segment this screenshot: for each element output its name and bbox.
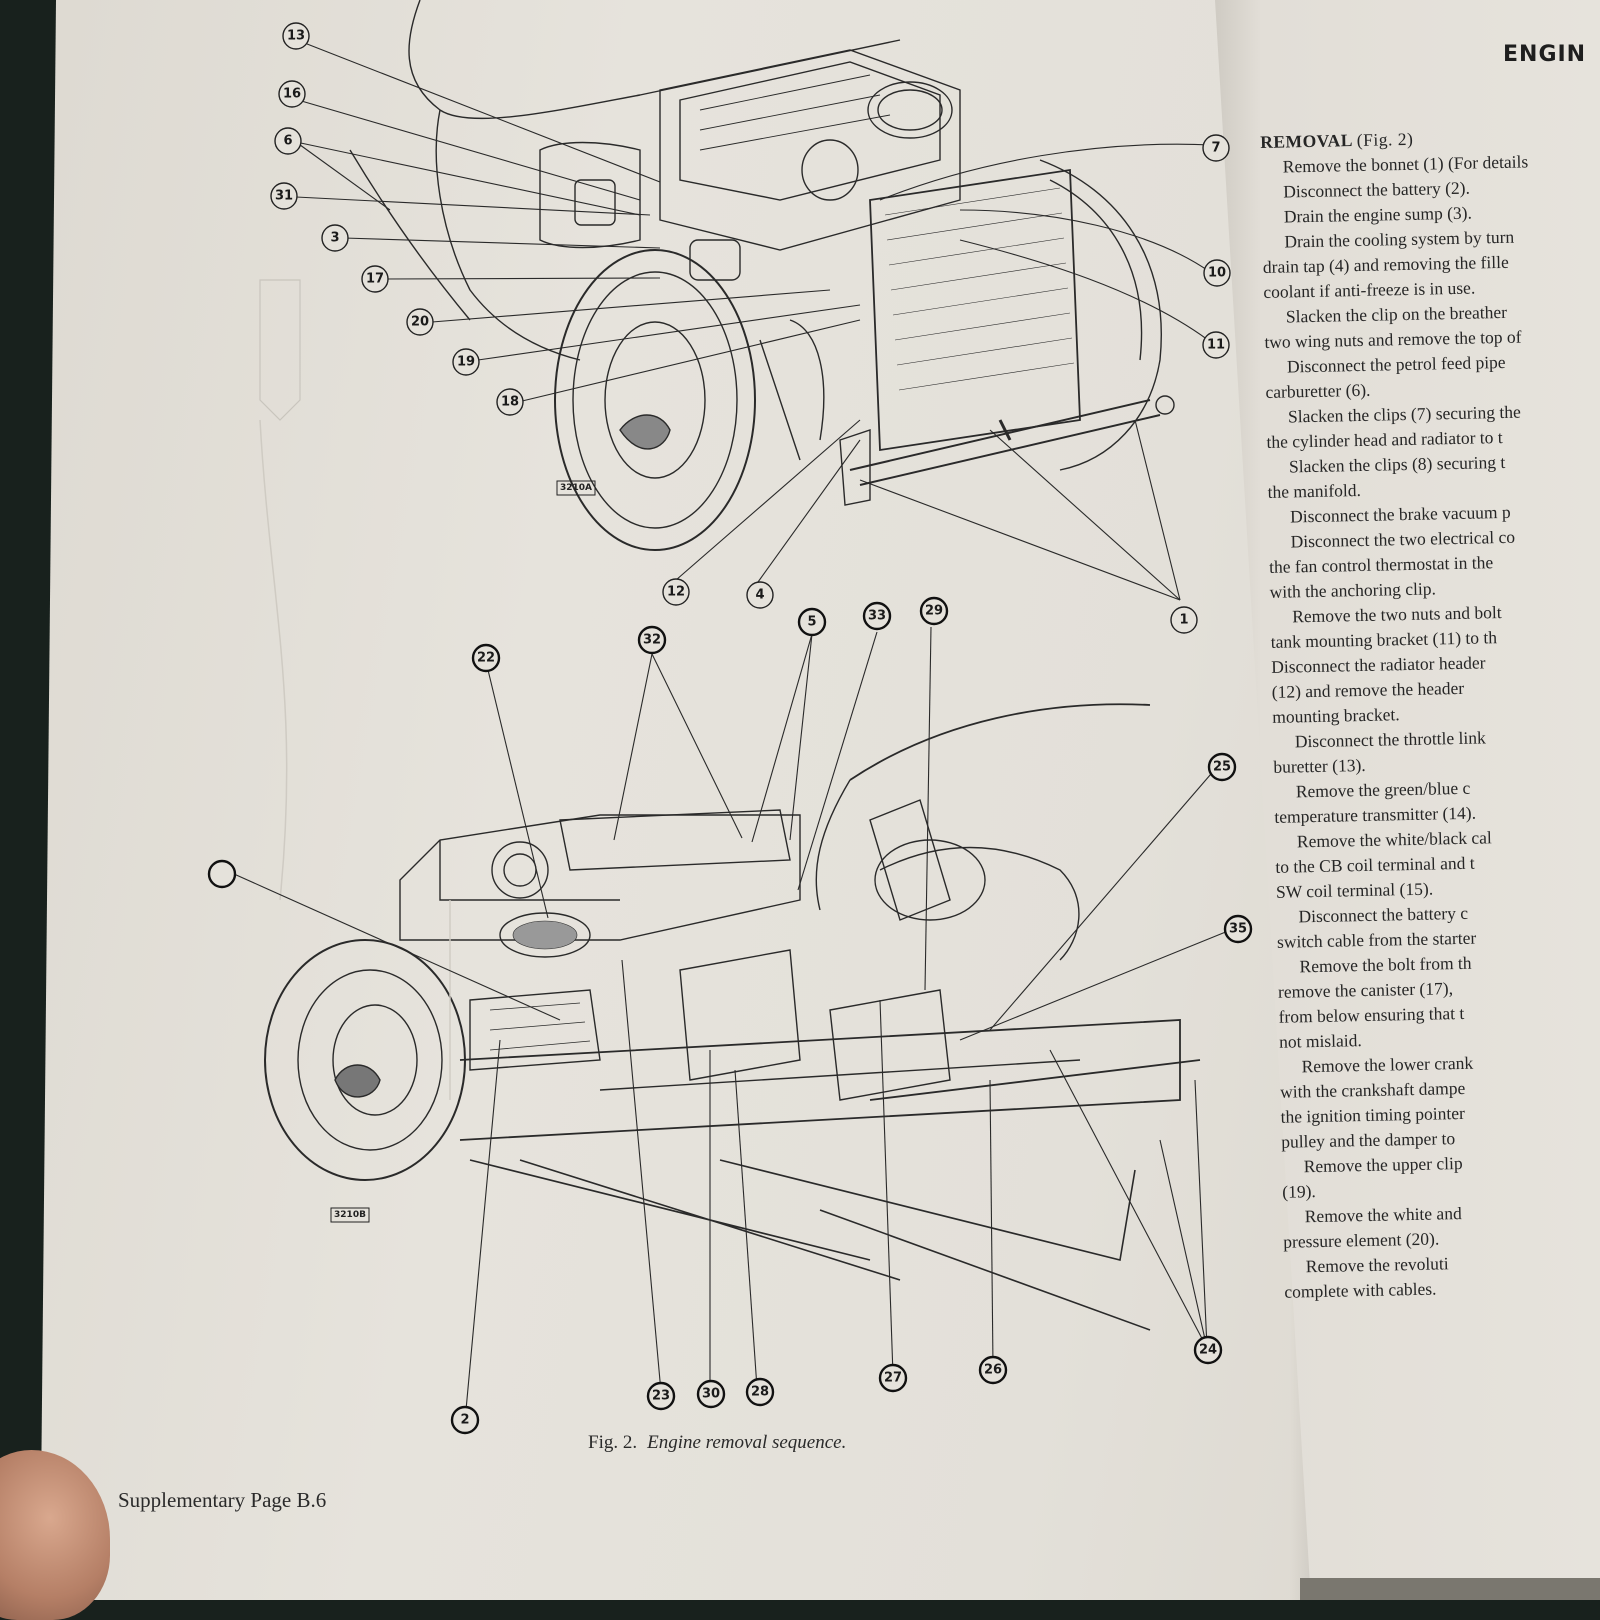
caption-title: Engine removal sequence. — [647, 1432, 847, 1453]
svg-text:4: 4 — [755, 588, 764, 603]
callout-6: 6 — [274, 127, 302, 155]
desk-edge — [1300, 1578, 1600, 1600]
callout-10: 10 — [1203, 259, 1231, 287]
svg-text:31: 31 — [275, 189, 293, 204]
callout-23: 23 — [646, 1381, 676, 1411]
svg-text:28: 28 — [751, 1385, 769, 1400]
callout-18: 18 — [496, 388, 524, 416]
svg-text:11: 11 — [1207, 338, 1225, 353]
front-wheel — [554, 249, 756, 551]
callout-24: 24 — [1193, 1335, 1223, 1365]
callout-25: 25 — [1207, 752, 1237, 782]
figure-caption: Fig. 2. Engine removal sequence. — [588, 1432, 846, 1454]
callout-3: 3 — [321, 224, 349, 252]
callout-26: 26 — [978, 1355, 1008, 1385]
callouts-top: 13 16 6 31 3 17 20 19 18 12 4 1 7 10 11 — [270, 22, 1231, 634]
drawing-code-3210b: 3210B — [330, 1207, 370, 1223]
svg-text:13: 13 — [287, 29, 305, 44]
callout-4: 4 — [746, 581, 774, 609]
leader-lines — [233, 41, 1234, 1411]
removal-instructions: REMOVAL (Fig. 2) Remove the bonnet (1) (… — [1260, 123, 1600, 1305]
battery — [469, 989, 601, 1071]
callouts-bottom: 22 32 5 33 29 25 35 2 23 30 28 27 26 24 — [207, 596, 1253, 1435]
removal-title-text: REMOVAL — [1260, 130, 1353, 152]
callout-35: 35 — [1223, 914, 1253, 944]
callout-13: 13 — [282, 22, 310, 50]
callout-22: 22 — [471, 643, 501, 673]
callout-17: 17 — [361, 265, 389, 293]
svg-text:12: 12 — [667, 585, 685, 600]
removal-fig-ref: (Fig. 2) — [1356, 128, 1414, 150]
callout-33: 33 — [862, 601, 892, 631]
svg-text:25: 25 — [1213, 760, 1231, 775]
callout-11: 11 — [1202, 331, 1230, 359]
callout-1: 1 — [1170, 606, 1198, 634]
callout-28: 28 — [745, 1377, 775, 1407]
svg-text:5: 5 — [807, 615, 816, 630]
top-drawing-car-front — [259, 0, 1175, 901]
callout-5: 5 — [797, 607, 827, 637]
callout-7: 7 — [1202, 134, 1230, 162]
svg-text:27: 27 — [884, 1371, 902, 1386]
svg-text:3210A: 3210A — [560, 483, 592, 493]
callout-27: 27 — [878, 1363, 908, 1393]
callout-19: 19 — [452, 348, 480, 376]
callout-2: 2 — [450, 1405, 480, 1435]
rear-wheel — [264, 939, 466, 1181]
svg-text:35: 35 — [1229, 922, 1247, 937]
svg-text:3210B: 3210B — [334, 1210, 366, 1220]
svg-text:32: 32 — [643, 633, 661, 648]
callout-31: 31 — [270, 182, 298, 210]
callout-29: 29 — [919, 596, 949, 626]
svg-text:26: 26 — [984, 1363, 1002, 1378]
callout-16: 16 — [278, 80, 306, 108]
svg-text:10: 10 — [1208, 266, 1226, 281]
svg-text:7: 7 — [1211, 141, 1220, 156]
svg-text:18: 18 — [501, 395, 519, 410]
drawing-code-3210a: 3210A — [556, 480, 596, 496]
svg-text:30: 30 — [702, 1387, 720, 1402]
bottom-drawing-engine-side — [264, 703, 1201, 1331]
caption-number: Fig. 2. — [588, 1432, 638, 1453]
callout-34 — [207, 859, 237, 889]
radiator — [869, 168, 1081, 452]
callout-12: 12 — [662, 578, 690, 606]
callout-32: 32 — [637, 625, 667, 655]
svg-text:20: 20 — [411, 315, 429, 330]
svg-text:1: 1 — [1179, 613, 1188, 628]
page-footer: Supplementary Page B.6 — [118, 1488, 327, 1512]
svg-text:6: 6 — [283, 134, 292, 149]
svg-text:17: 17 — [366, 272, 384, 287]
svg-text:23: 23 — [652, 1389, 670, 1404]
svg-text:2: 2 — [460, 1413, 469, 1428]
section-heading: ENGIN — [1503, 42, 1587, 67]
svg-text:33: 33 — [868, 609, 886, 624]
svg-text:22: 22 — [477, 651, 495, 666]
svg-text:3: 3 — [330, 231, 339, 246]
svg-text:19: 19 — [457, 355, 475, 370]
svg-text:24: 24 — [1199, 1343, 1217, 1358]
callout-30: 30 — [696, 1379, 726, 1409]
engine-removal-diagram: 13 16 6 31 3 17 20 19 18 12 4 1 7 10 11 … — [207, 0, 1253, 1435]
svg-text:29: 29 — [925, 604, 943, 619]
svg-text:16: 16 — [283, 87, 301, 102]
callout-20: 20 — [406, 308, 434, 336]
